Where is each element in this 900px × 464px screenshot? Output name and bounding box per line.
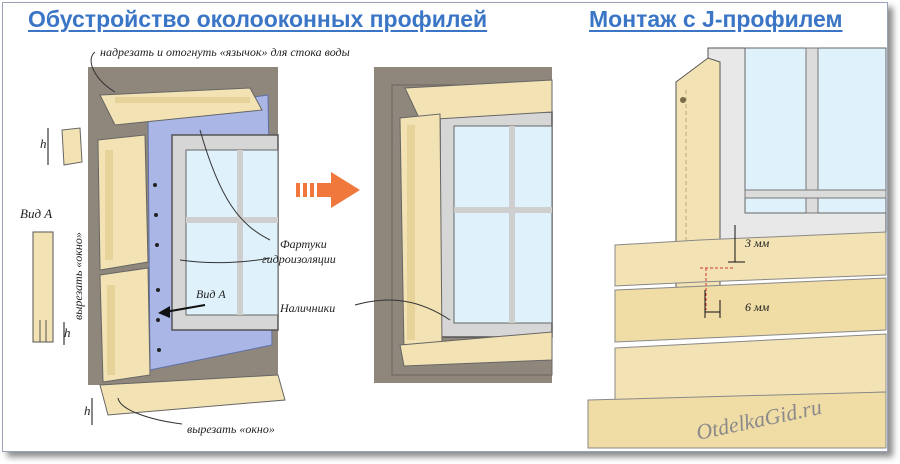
nail-holes xyxy=(153,183,161,352)
window-glass-left xyxy=(185,149,279,316)
side-casing-middle xyxy=(399,113,443,353)
leader-lines-left xyxy=(90,51,271,425)
label-view-a: Вид А xyxy=(20,206,52,221)
dimension-marks-right xyxy=(704,225,745,318)
label-h-mid: h xyxy=(64,325,71,340)
bottom-casing-middle xyxy=(399,331,553,367)
label-flashing-2: гидроизоляции xyxy=(262,252,336,266)
siding-row-2 xyxy=(614,277,887,343)
label-3mm: 3 мм xyxy=(744,236,770,250)
dimension-marks-left xyxy=(47,128,93,425)
label-cut-tongue: надрезать и отогнуть «язычок» для стока … xyxy=(100,45,350,59)
window-glass-middle xyxy=(453,125,553,324)
siding-row-1 xyxy=(614,231,887,287)
top-casing-middle xyxy=(404,79,553,121)
label-6mm: 6 мм xyxy=(745,300,770,314)
bottom-sill-profile xyxy=(99,374,286,416)
label-cut-window-bottom: вырезать «окно» xyxy=(187,422,275,436)
right-diagram xyxy=(587,47,887,449)
label-h-top: h xyxy=(40,136,47,151)
label-cut-window-vertical: вырезать «окно» xyxy=(71,232,85,320)
title-window-profiles: Обустройство околооконных профилей xyxy=(28,6,488,32)
siding-row-4 xyxy=(587,391,887,449)
label-h-bottom: h xyxy=(84,403,91,418)
middle-diagram xyxy=(354,67,553,383)
title-j-profile: Монтаж с J-профилем xyxy=(589,6,843,32)
view-a-piece xyxy=(32,231,54,343)
cut-block xyxy=(61,127,83,166)
label-casings: Наличники xyxy=(279,301,335,315)
process-arrow xyxy=(296,172,360,208)
view-a-arrow xyxy=(164,304,206,313)
left-diagram xyxy=(32,51,286,425)
label-flashing-1: Фартуки xyxy=(280,237,327,251)
label-view-a-arrow: Вид А xyxy=(196,287,226,301)
